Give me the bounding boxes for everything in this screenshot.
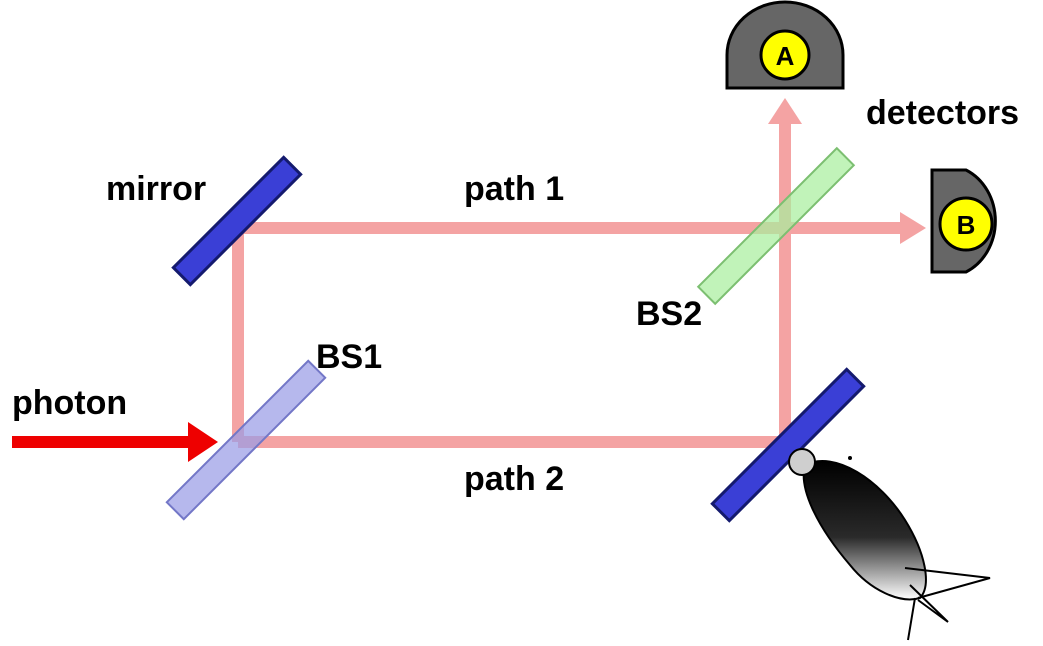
beam-paths (232, 122, 905, 448)
beam-splitter-2 (696, 146, 856, 306)
beam-splitter-1 (165, 359, 327, 521)
bs2-label: BS2 (636, 295, 702, 333)
photon-label: photon (12, 384, 127, 422)
bomb-spark (848, 456, 852, 460)
detector-b-face (938, 196, 994, 252)
mirror-top-left (171, 155, 303, 287)
detector-a: A (725, 0, 845, 90)
path-2-label: path 2 (464, 460, 564, 498)
detector-b: B (930, 168, 997, 274)
arrow-to-detector-b-icon (900, 212, 926, 244)
detectors-label: detectors (866, 94, 1019, 132)
path-1-label: path 1 (464, 170, 564, 208)
bs1-label: BS1 (316, 338, 382, 376)
detector-a-face (759, 29, 811, 81)
detector-b-label: B (957, 210, 976, 240)
detector-a-label: A (776, 41, 795, 71)
bomb-fuse-knob (788, 448, 816, 476)
bomb-fin-1 (904, 567, 991, 599)
bomb-body (802, 460, 927, 601)
bomb-fin-3 (907, 597, 916, 641)
bomb-icon (788, 448, 991, 641)
bomb-fin-2 (909, 584, 949, 623)
mirror-label: mirror (106, 170, 206, 208)
arrow-to-detector-a-icon (768, 98, 802, 124)
photon-arrow-icon (188, 422, 218, 462)
